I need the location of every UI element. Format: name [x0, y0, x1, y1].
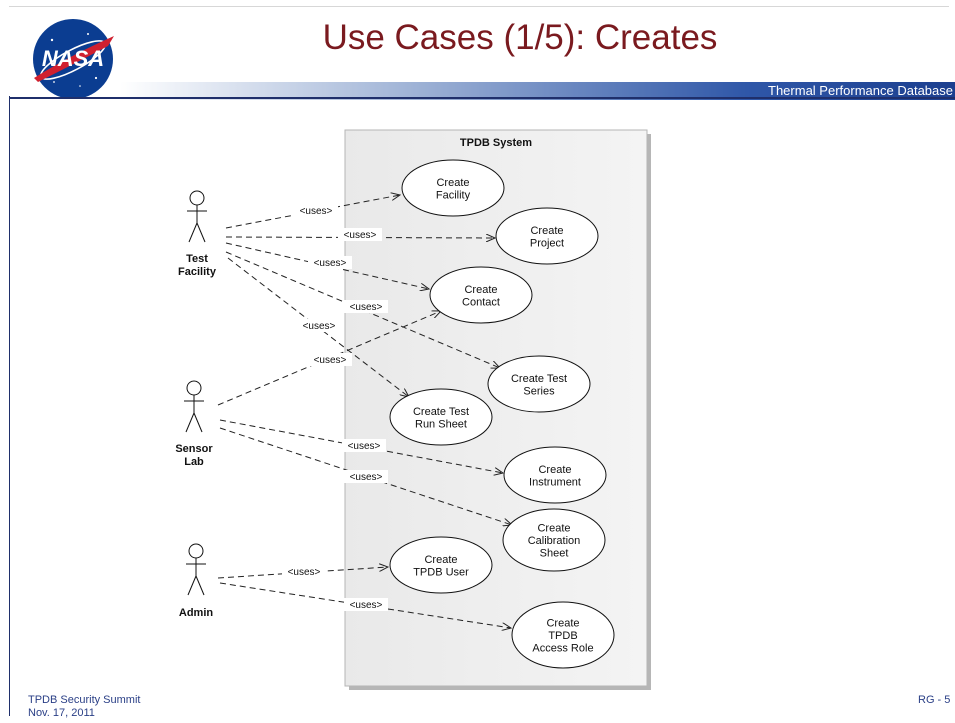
actor-limb [195, 575, 205, 596]
actor-limb [187, 575, 197, 596]
banner-text: Thermal Performance Database [768, 83, 953, 98]
footer-event: TPDB Security Summit [28, 694, 141, 706]
use-case-label: Create [436, 177, 469, 189]
use-case-label: Create [538, 464, 571, 476]
nasa-logo: NASA [33, 19, 114, 99]
use-case-label: Project [530, 237, 564, 249]
left-rule [9, 96, 10, 716]
use-case-ellipse [487, 355, 591, 413]
relations-layer: <uses> <uses> <uses> <uses> <uses> <uses> <use… [217, 195, 512, 628]
uses-label: <uses> [300, 206, 333, 217]
slide-title: Use Cases (1/5): Creates [322, 18, 718, 57]
uses-label: <uses> [303, 321, 336, 332]
uses-label-background [344, 598, 388, 611]
actor-label: Sensor [175, 443, 213, 455]
actor-head-icon [189, 190, 205, 206]
actor-label: Test [186, 253, 208, 265]
actor-limb [196, 222, 206, 243]
use-case-label: TPDB [548, 630, 577, 642]
use-case-label: Facility [436, 189, 471, 201]
use-case-ellipse [511, 601, 615, 669]
use-case-label: Create [537, 523, 570, 535]
uses-label: <uses> [314, 258, 347, 269]
use-case-label: Sheet [540, 548, 569, 560]
use-case-ellipse [429, 266, 533, 324]
use-case-label: Contact [462, 296, 500, 308]
use-case-label: Run Sheet [415, 418, 467, 430]
use-case-ellipse [502, 508, 606, 572]
use-case-label: TPDB User [413, 566, 469, 578]
use-case-label: Calibration [528, 535, 581, 547]
footer-date: Nov. 17, 2011 [28, 707, 95, 719]
system-boundary [344, 129, 648, 687]
actor-label: Admin [179, 607, 214, 619]
use-case-ellipse [495, 207, 599, 265]
uses-label-background [344, 300, 388, 313]
actor-head-icon [186, 380, 202, 396]
header-banner: Thermal Performance Database [120, 82, 955, 100]
use-case-label: Create [424, 554, 457, 566]
uses-label: <uses> [344, 230, 377, 241]
uses-arrow-admin-to-create-tpdb-access-role [219, 582, 511, 628]
use-case-label: Instrument [529, 476, 581, 488]
actor-sensor-lab [184, 380, 204, 433]
use-case-ellipse [503, 446, 607, 504]
uses-label-background [297, 319, 341, 332]
uses-label: <uses> [348, 441, 381, 452]
uses-label: <uses> [288, 567, 321, 578]
uses-label-background [294, 204, 338, 217]
uses-label: <uses> [350, 600, 383, 611]
use-case-label: Access Role [532, 643, 593, 655]
actor-label: Lab [184, 456, 204, 468]
page-number: RG - 5 [918, 694, 951, 706]
use-case-label: Create [464, 284, 497, 296]
uses-label-background [308, 353, 352, 366]
actor-limb [193, 412, 203, 433]
actor-head-icon [188, 543, 204, 559]
use-case-ellipse [389, 388, 493, 446]
use-case-label: Series [523, 385, 555, 397]
system-title: TPDB System [460, 137, 532, 149]
uses-label-background [282, 565, 326, 578]
top-rule [9, 6, 949, 7]
header-underline [9, 97, 955, 99]
use-cases-layer: CreateFacilityCreateProjectCreateContact… [389, 159, 615, 669]
uses-label: <uses> [350, 302, 383, 313]
use-case-label: Create Test [413, 406, 469, 418]
actor-admin [186, 543, 206, 596]
use-case-label: Create [530, 225, 563, 237]
actor-label: Facility [178, 266, 217, 278]
uses-label-background [308, 256, 352, 269]
use-case-label: Create [546, 618, 579, 630]
actor-limb [185, 412, 195, 433]
uses-label: <uses> [314, 355, 347, 366]
actor-limb [188, 222, 198, 243]
uses-label-background [344, 470, 388, 483]
actor-test-facility [187, 190, 207, 243]
uses-label-background [338, 228, 382, 241]
use-case-ellipse [401, 159, 505, 217]
use-case-label: Create Test [511, 373, 567, 385]
footer-left: TPDB Security Summit Nov. 17, 2011 [28, 694, 140, 720]
nasa-logo-text: NASA [42, 46, 104, 71]
use-case-ellipse [389, 536, 493, 594]
uses-label: <uses> [350, 472, 383, 483]
uses-label-background [342, 439, 386, 452]
